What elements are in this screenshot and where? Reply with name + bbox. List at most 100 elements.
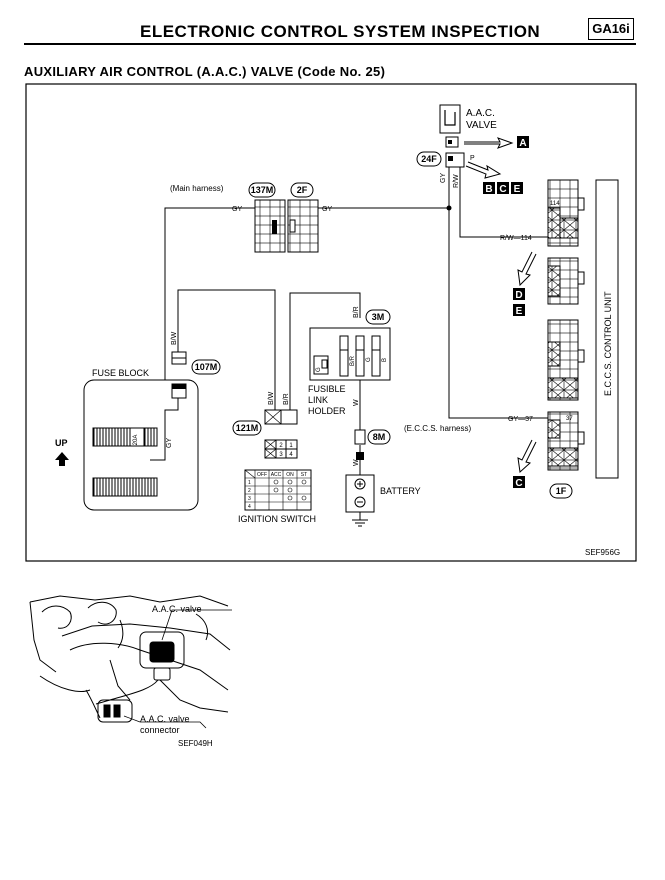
svg-text:ACC: ACC [271, 472, 282, 478]
svg-text:E: E [516, 306, 523, 317]
svg-text:4: 4 [289, 452, 293, 458]
wire-b-label: B [382, 358, 388, 362]
wire-w-label-1: W [353, 399, 360, 406]
fusible-label-1: FUSIBLE [308, 384, 346, 394]
wire-gy-label-1: GY [232, 206, 242, 213]
battery [345, 474, 375, 527]
header-rule [24, 43, 636, 45]
fuse-20a-label: 20A [133, 435, 139, 446]
svg-text:3: 3 [248, 496, 251, 502]
svg-text:107M: 107M [195, 362, 218, 372]
aac-valve: A.A.C. VALVE [439, 104, 497, 148]
wire-gy-label-2: GY [322, 206, 332, 213]
svg-text:ST: ST [301, 472, 307, 478]
svg-text:1: 1 [248, 480, 251, 486]
connector-2f [287, 199, 319, 253]
wire-g-label-2: G [366, 357, 372, 362]
engine-photo [29, 595, 231, 723]
photo-aac-valve-label: A.A.C. valve [152, 604, 202, 614]
ignition-switch-label: IGNITION SWITCH [238, 514, 316, 524]
rw-114-label: R/W—114 [500, 235, 532, 242]
svg-text:1F: 1F [556, 486, 567, 496]
up-arrow-icon [55, 452, 69, 466]
photo-callouts [123, 609, 232, 729]
svg-text:8M: 8M [373, 432, 386, 442]
ref-badge-a [517, 136, 529, 148]
wire-br-label-1: B/R [283, 393, 290, 405]
ref-badge-d [513, 288, 525, 300]
conn-label-8m [367, 429, 391, 445]
svg-text:137M: 137M [251, 185, 274, 195]
aac-valve-label-2: VALVE [466, 120, 497, 131]
eccs-connector-4: 37 [547, 411, 585, 471]
wire-bw-label-1: B/W [171, 331, 178, 345]
svg-text:2F: 2F [297, 185, 308, 195]
eccs-connector-2 [547, 257, 585, 305]
svg-text:121M: 121M [236, 423, 259, 433]
battery-label: BATTERY [380, 486, 421, 496]
svg-text:ON: ON [286, 472, 294, 478]
eccs-control-unit [595, 179, 619, 479]
wire-junction [446, 205, 452, 211]
svg-text:37: 37 [566, 416, 573, 422]
conn-label-137m [248, 182, 276, 198]
arrow-to-a [464, 137, 514, 149]
photo-aac-connector-label-1: A.A.C. valve [140, 714, 190, 724]
wire-rw-vert-label: R/W [453, 174, 460, 188]
wire-w-label-2: W [353, 459, 360, 466]
conn-label-3m [365, 309, 391, 325]
model-code-badge: GA16i [588, 18, 634, 40]
svg-text:2: 2 [279, 443, 283, 449]
fuse-block-label: FUSE BLOCK [92, 368, 149, 378]
svg-text:3M: 3M [372, 312, 385, 322]
eccs-connector-1: 114 [547, 179, 579, 247]
aac-valve-label-1: A.A.C. [466, 108, 495, 119]
svg-text:B: B [485, 184, 492, 195]
svg-text:3: 3 [279, 452, 283, 458]
svg-text:D: D [515, 290, 522, 301]
gy-37-label: GY—37 [508, 416, 533, 423]
conn-label-1f [549, 483, 573, 499]
photo-fig-code: SEF049H [178, 739, 213, 748]
svg-text:2: 2 [248, 488, 251, 494]
conn-label-2f [290, 182, 314, 198]
conn-label-121m [232, 420, 262, 436]
fuse-row-1 [92, 427, 158, 447]
conn-label-107m [191, 359, 221, 375]
wire-gy-fuse-label: GY [166, 438, 173, 448]
ref-badge-c [513, 476, 525, 488]
wire-gy-vert-label: GY [440, 173, 447, 183]
fusible-label-3: HOLDER [308, 406, 346, 416]
wire-br-label-3: B/R [350, 355, 356, 366]
eccs-harness-label: (E.C.C.S. harness) [404, 424, 471, 433]
eccs-connector-3 [547, 319, 585, 401]
fuse-row-2 [92, 477, 158, 497]
connector-8m [354, 429, 366, 445]
fusible-link-holder [309, 327, 391, 381]
connector-137m [254, 199, 286, 253]
section-title: AUXILIARY AIR CONTROL (A.A.C.) VALVE (Co… [24, 64, 386, 79]
svg-text:C: C [499, 184, 506, 195]
svg-text:E: E [514, 184, 521, 195]
page-title: ELECTRONIC CONTROL SYSTEM INSPECTION [140, 22, 541, 41]
svg-text:OFF: OFF [257, 472, 267, 478]
ignition-switch-table: OFF ACC ON ST 1 2 3 4 [244, 469, 312, 511]
wire-p-label: P [470, 155, 475, 162]
eccs-unit-label: E.C.C.S. CONTROL UNIT [603, 291, 613, 396]
wire-br-label-2: B/R [353, 306, 360, 318]
svg-text:114: 114 [550, 201, 560, 207]
up-label: UP [55, 438, 68, 448]
conn-24f-text: 24F [421, 154, 437, 164]
wire-bw-label-2: B/W [268, 391, 275, 405]
photo-aac-connector-label-2: connector [140, 725, 180, 735]
ref-a-label: A [519, 138, 526, 149]
fusible-label-2: LINK [308, 395, 328, 405]
conn-label-24f [416, 151, 442, 167]
diagram-fig-code: SEF956G [585, 548, 620, 557]
svg-text:1: 1 [289, 443, 293, 449]
svg-text:4: 4 [248, 504, 251, 510]
arrow-to-de [517, 251, 537, 287]
svg-text:C: C [515, 478, 522, 489]
arrow-to-bce [465, 161, 502, 179]
